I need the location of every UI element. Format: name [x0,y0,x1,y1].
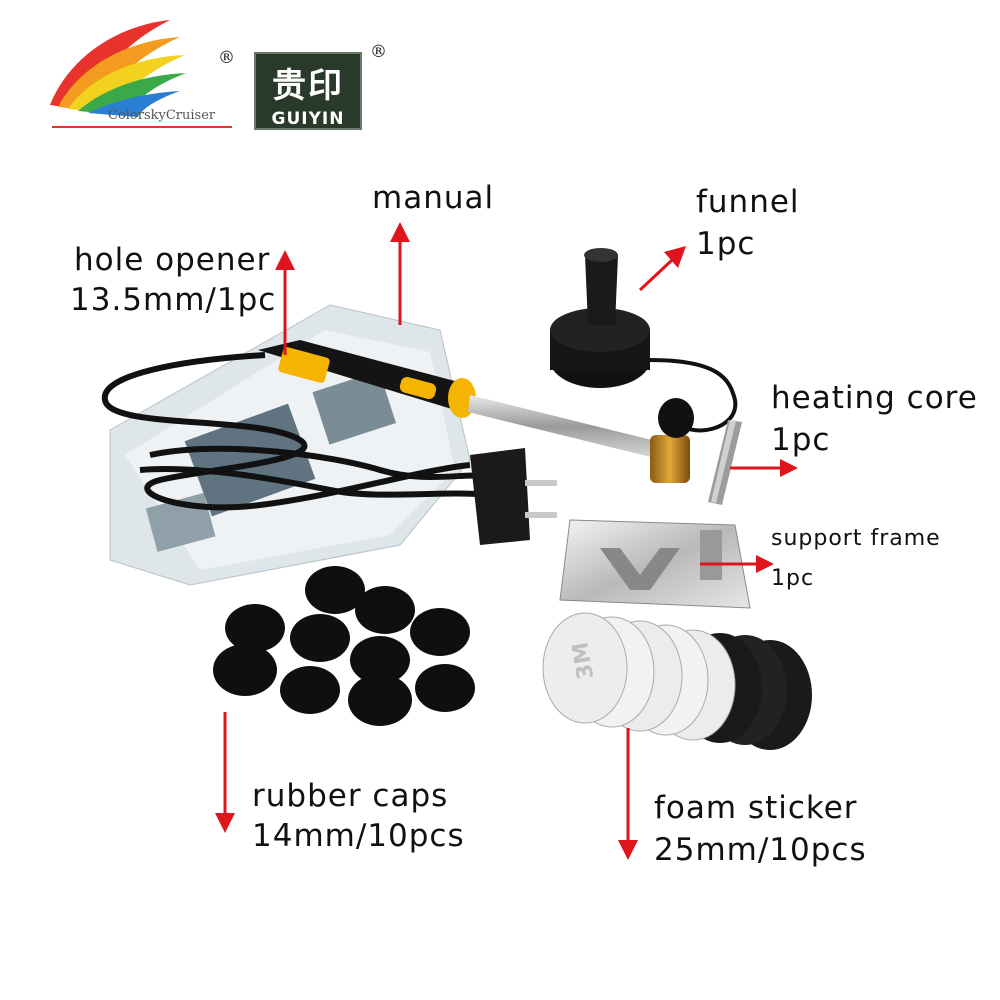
foam-sticker-label: foam sticker [654,790,858,826]
registered-mark-1: ® [218,48,235,68]
hole-opener-label: hole opener [74,242,271,278]
registered-mark-2: ® [370,42,387,62]
guiyin-logo-chinese: 贵印 [272,66,344,106]
foam-sticker-spec: 25mm/10pcs [654,832,867,868]
hole-opener-spec: 13.5mm/1pc [70,282,277,318]
rubber-caps-label: rubber caps [252,778,449,814]
heating-core-label: heating core [771,380,978,416]
foam-stickers [542,612,812,750]
colorsky-logo [50,20,232,128]
power-cord [101,352,501,511]
guiyin-logo-english: GUIYIN [271,109,345,129]
rubber-caps-spec: 14mm/10pcs [252,818,465,854]
support-frame-qty: 1pc [771,566,815,591]
support-frame [559,519,751,609]
guiyin-logo: 贵印 GUIYIN [254,52,362,130]
power-plug [470,448,557,545]
support-frame-label: support frame [771,526,941,551]
hole-opener-tool [258,340,690,483]
brand-name: ColorskyCruiser [108,108,216,123]
funnel [550,248,738,438]
manual-label: manual [372,180,495,216]
red-arrows [215,222,798,860]
funnel-label: funnel [696,184,800,220]
heating-core [708,420,742,505]
funnel-qty: 1pc [696,226,756,262]
heating-core-qty: 1pc [771,422,831,458]
rubber-caps [213,566,475,726]
